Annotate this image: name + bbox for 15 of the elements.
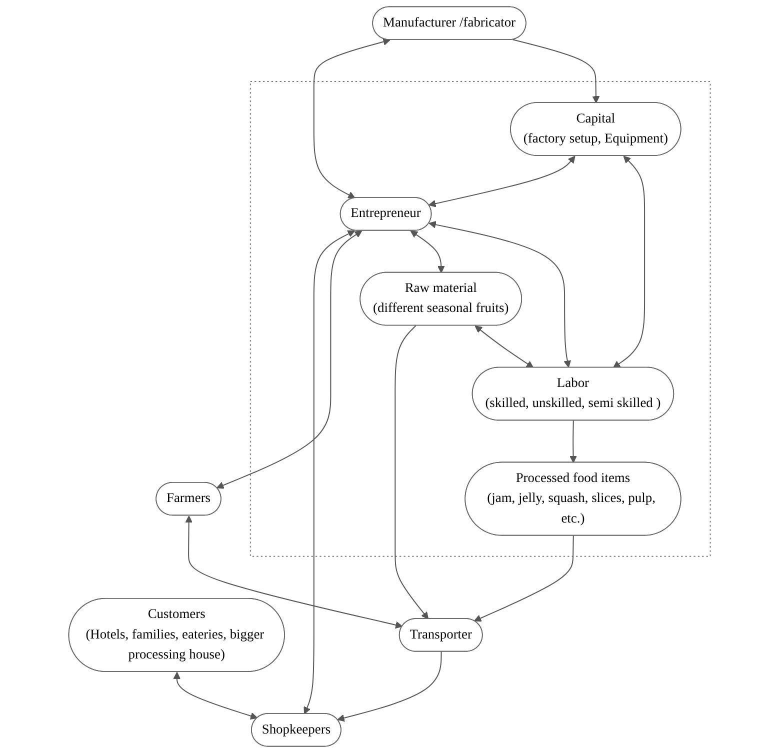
arrow: [185, 516, 403, 629]
arrow: [216, 230, 362, 489]
arrow: [474, 536, 574, 622]
arrow: [428, 221, 571, 368]
arrow: [313, 38, 390, 198]
arrow: [410, 230, 445, 274]
arrow: [173, 672, 258, 720]
arrow: [570, 420, 577, 463]
arrow: [337, 652, 442, 722]
arrow: [612, 156, 646, 368]
arrow: [304, 230, 355, 714]
arrow: [428, 156, 576, 208]
arrow: [474, 326, 534, 368]
arrow: [512, 39, 600, 104]
arrow: [394, 325, 429, 620]
